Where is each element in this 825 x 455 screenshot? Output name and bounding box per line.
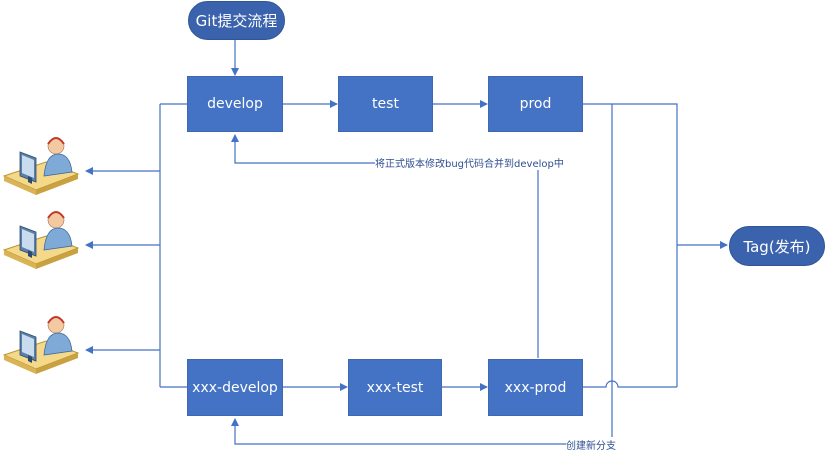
- title-badge: Git提交流程: [188, 1, 285, 40]
- node-xxx-test: xxx-test: [348, 359, 442, 416]
- node-tag-label: Tag(发布): [743, 237, 811, 256]
- node-xxx-develop: xxx-develop: [187, 359, 283, 416]
- developer-icon: [2, 316, 80, 374]
- node-xxx-prod-label: xxx-prod: [504, 379, 567, 396]
- developer-icon: [2, 211, 80, 269]
- node-test-label: test: [372, 96, 399, 112]
- node-prod-label: prod: [519, 96, 552, 112]
- node-xxx-develop-label: xxx-develop: [192, 379, 278, 396]
- node-prod: prod: [488, 76, 583, 132]
- node-xxx-test-label: xxx-test: [366, 379, 424, 396]
- developer-icon: [2, 137, 80, 195]
- node-xxx-prod: xxx-prod: [488, 359, 583, 416]
- node-develop: develop: [187, 76, 283, 132]
- merge-back-label: 将正式版本修改bug代码合并到develop中: [375, 155, 564, 170]
- node-tag: Tag(发布): [729, 226, 825, 266]
- title-text: Git提交流程: [195, 12, 278, 30]
- create-branch-label: 创建新分支: [566, 437, 616, 452]
- node-develop-label: develop: [207, 96, 263, 112]
- node-test: test: [338, 76, 433, 132]
